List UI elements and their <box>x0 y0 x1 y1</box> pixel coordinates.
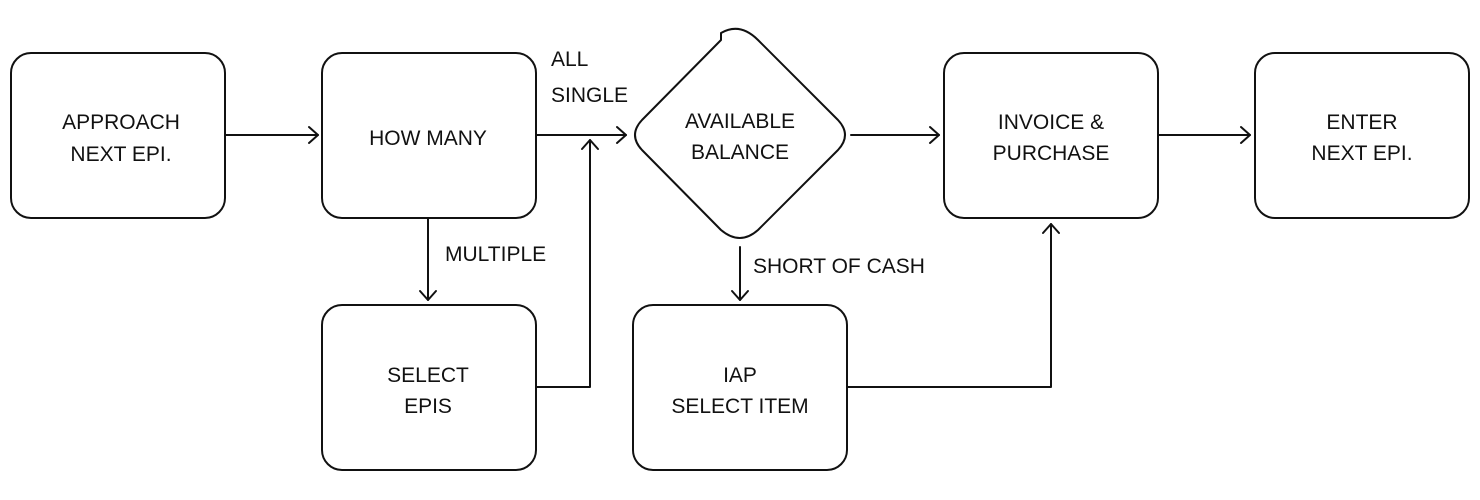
node-available-balance-line1: AVAILABLE <box>685 110 795 133</box>
edge-how-many-to-balance <box>536 126 627 144</box>
node-enter-line2: NEXT EPI. <box>1311 142 1412 165</box>
node-enter-line1: ENTER <box>1326 111 1397 134</box>
edge-label-short-of-cash: SHORT OF CASH <box>753 255 925 278</box>
node-approach-line2: NEXT EPI. <box>70 143 171 166</box>
edge-balance-to-iap <box>731 246 749 301</box>
node-available-balance-decision: AVAILABLE BALANCE <box>634 27 846 239</box>
node-how-many-label: HOW MANY <box>369 127 487 150</box>
edge-how-many-to-select-epis <box>419 218 437 301</box>
node-select-epis-line1: SELECT <box>387 364 469 387</box>
node-enter-next-epi: ENTER NEXT EPI. <box>1254 52 1470 219</box>
edge-invoice-to-enter <box>1158 126 1251 144</box>
node-invoice-line2: PURCHASE <box>993 142 1110 165</box>
edge-label-single: SINGLE <box>551 84 628 107</box>
node-invoice-line1: INVOICE & <box>998 111 1104 134</box>
edge-approach-to-how-many <box>225 126 319 144</box>
node-iap-line2: SELECT ITEM <box>671 395 808 418</box>
node-how-many: HOW MANY <box>321 52 537 219</box>
node-iap-select-item: IAP SELECT ITEM <box>632 304 848 471</box>
node-available-balance-line2: BALANCE <box>691 141 789 164</box>
edge-balance-to-invoice <box>850 126 940 144</box>
node-approach-line1: APPROACH <box>62 111 180 134</box>
edge-iap-to-invoice <box>847 223 1060 388</box>
edge-select-epis-to-balance <box>536 139 599 388</box>
node-select-epis: SELECT EPIS <box>321 304 537 471</box>
node-invoice-purchase: INVOICE & PURCHASE <box>943 52 1159 219</box>
node-select-epis-line2: EPIS <box>404 395 452 418</box>
node-iap-line1: IAP <box>723 364 757 387</box>
edge-label-all: ALL <box>551 48 588 71</box>
edge-label-multiple: MULTIPLE <box>445 243 546 266</box>
node-approach-next-epi: APPROACH NEXT EPI. <box>10 52 226 219</box>
